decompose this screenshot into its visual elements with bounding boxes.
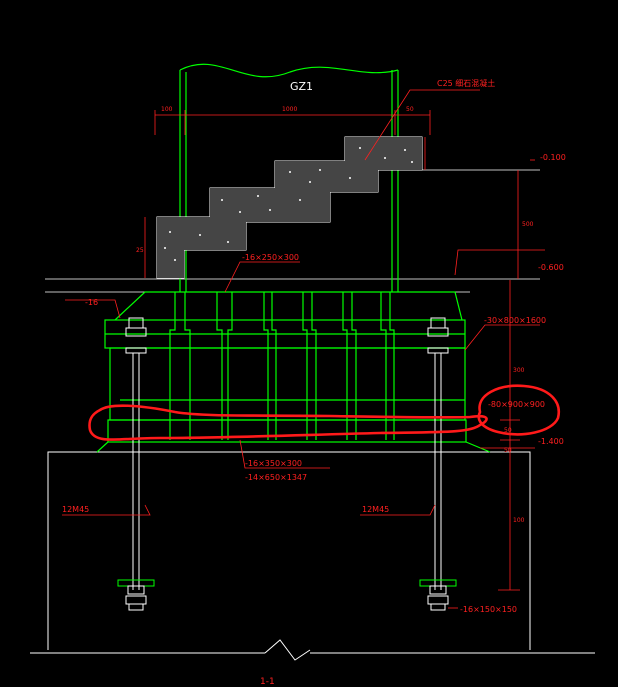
elevation-mid: -0.600 xyxy=(538,263,564,272)
base-assembly xyxy=(96,291,491,453)
dim-right-50a: 50 xyxy=(504,427,512,434)
concrete-pier xyxy=(30,451,595,661)
dim-right-50b: 50 xyxy=(504,447,512,454)
left-note-label: -16 xyxy=(85,298,98,307)
anchor-bolt-right-label: 12M45 xyxy=(362,505,389,514)
dim-top-mid: 1000 xyxy=(282,106,297,113)
anchor-plate-label: -30×800×1600 xyxy=(484,316,546,325)
column-label: GZ1 xyxy=(290,80,313,93)
stiffener-b-label: -14×650×1347 xyxy=(245,473,307,482)
dim-right-100: 100 xyxy=(513,517,525,524)
stiffener-top-label: -16×250×300 xyxy=(242,253,299,262)
grout-fill xyxy=(156,136,423,279)
bottom-plate-label: -80×900×900 xyxy=(488,400,545,409)
anchor-bolt-right xyxy=(419,317,457,611)
highlight-annotation xyxy=(88,384,561,441)
anchor-bolt-left-label: 12M45 xyxy=(62,505,89,514)
dim-right-500: 500 xyxy=(522,221,534,228)
grout-label: C25 细石混凝土 xyxy=(437,78,495,88)
section-mark: 1-1 xyxy=(260,677,275,687)
stiffener-ribs xyxy=(169,292,395,440)
elevation-bottom: -1.400 xyxy=(538,437,564,446)
washer-plate-label: -16×150×150 xyxy=(460,605,517,614)
dim-top-right: 50 xyxy=(406,106,414,113)
leader-lines xyxy=(62,89,545,609)
dim-right-300: 300 xyxy=(513,367,525,374)
text-labels: GZ1 C25 细石混凝土 -0.100 -0.600 -1.400 -30×8… xyxy=(62,78,566,687)
dim-left: 25 xyxy=(136,247,144,254)
dim-top-left: 100 xyxy=(161,106,173,113)
anchor-bolt-left xyxy=(117,317,155,611)
elevation-top: -0.100 xyxy=(540,153,566,162)
stiffener-a-label: -16×350×300 xyxy=(245,459,302,468)
